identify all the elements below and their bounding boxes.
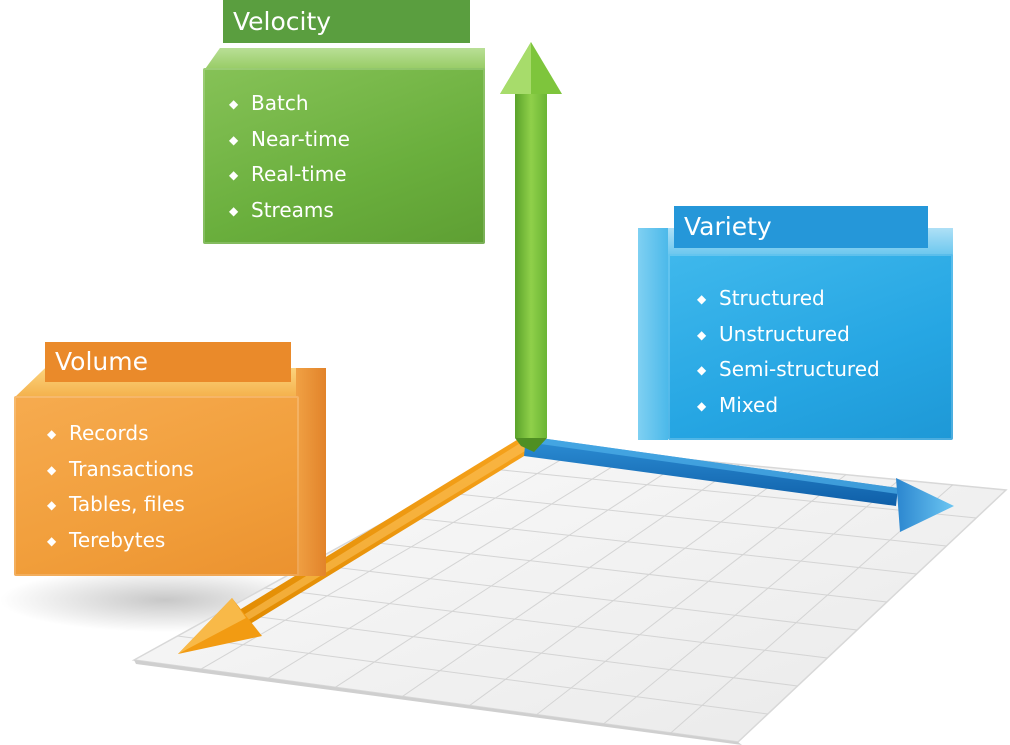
grid-line (402, 464, 740, 697)
variety-item: ◆Mixed (697, 388, 880, 424)
volume-item: ◆Terebytes (47, 523, 194, 559)
velocity-item: ◆Streams (229, 193, 350, 229)
variety-item: ◆Semi-structured (697, 352, 880, 388)
variety-box-side (638, 228, 668, 440)
volume-axis-arrow (178, 438, 534, 654)
variety-item: ◆Unstructured (697, 317, 880, 353)
volume-box-side (296, 368, 326, 576)
volume-item: ◆Tables, files (47, 487, 194, 523)
variety-box: Variety ◆Structured ◆Unstructured ◆Semi-… (638, 206, 953, 440)
grid-line (308, 563, 858, 631)
diamond-bullet-icon: ◆ (697, 398, 707, 413)
diamond-bullet-icon: ◆ (697, 363, 707, 377)
grid-line (177, 635, 768, 715)
grid-line (200, 448, 580, 670)
grid-line (603, 479, 900, 725)
velocity-title: Velocity (223, 0, 470, 43)
grid-line (221, 611, 798, 687)
variety-axis-arrow (524, 436, 954, 532)
velocity-item: ◆Near-time (229, 122, 350, 158)
variety-list: ◆Structured ◆Unstructured ◆Semi-structur… (697, 281, 880, 423)
grid-line (536, 474, 847, 716)
diamond-bullet-icon: ◆ (47, 498, 57, 512)
diamond-bullet-icon: ◆ (229, 203, 239, 218)
velocity-item: ◆Real-time (229, 157, 350, 193)
velocity-list: ◆Batch ◆Near-time ◆Real-time ◆Streams (229, 86, 350, 228)
diamond-bullet-icon: ◆ (229, 97, 239, 111)
volume-title: Volume (45, 342, 291, 382)
grid-line (335, 458, 687, 688)
velocity-item: ◆Batch (229, 86, 350, 122)
grid-line (482, 467, 977, 519)
volume-item: ◆Transactions (47, 452, 194, 488)
diamond-bullet-icon: ◆ (47, 427, 57, 441)
volume-box-front (14, 396, 299, 576)
variety-item: ◆Structured (697, 281, 880, 317)
diamond-bullet-icon: ◆ (697, 327, 707, 342)
grid-line (267, 453, 633, 679)
diamond-bullet-icon: ◆ (47, 533, 57, 548)
variety-title: Variety (674, 206, 928, 248)
volume-box: Volume ◆Records ◆Transactions ◆Tables, f… (14, 342, 326, 576)
grid-line (264, 587, 828, 659)
variety-box-front (668, 254, 953, 440)
diamond-bullet-icon: ◆ (697, 292, 707, 306)
velocity-box: Velocity ◆Batch ◆Near-time ◆Real-time ◆S… (203, 0, 485, 248)
volume-list: ◆Records ◆Transactions ◆Tables, files ◆T… (47, 416, 194, 558)
volume-item: ◆Records (47, 416, 194, 452)
velocity-axis-arrow (500, 42, 562, 452)
diamond-bullet-icon: ◆ (229, 132, 239, 147)
velocity-box-front (203, 68, 485, 244)
grid-line (469, 469, 793, 706)
grid-line (438, 491, 947, 547)
diamond-bullet-icon: ◆ (47, 462, 57, 477)
grid-line (395, 515, 917, 575)
diamond-bullet-icon: ◆ (229, 168, 239, 182)
grid-line (351, 539, 887, 603)
